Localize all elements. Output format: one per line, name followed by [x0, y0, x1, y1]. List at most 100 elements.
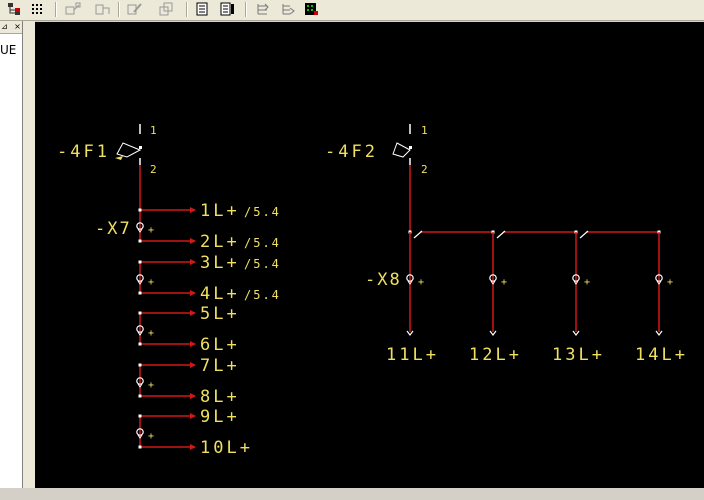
arrow-head	[190, 393, 196, 399]
arrow-head	[190, 413, 196, 419]
output-label: 5L+	[200, 304, 240, 324]
schematic-canvas[interactable]: -4F1 1 2 -4F2 1 2 -X7 -X8 +1L+ /5.4 2L+ /5.…	[35, 22, 704, 488]
output-label: 12L+	[469, 345, 522, 365]
arrow-head	[190, 310, 196, 316]
terminal-symbol	[136, 428, 144, 436]
terminal-symbol	[137, 228, 143, 233]
connect-icon[interactable]	[93, 0, 113, 18]
junction-node	[138, 363, 142, 367]
terminal-symbol	[572, 274, 580, 282]
arrow-head	[190, 238, 196, 244]
output-label: 4L+	[200, 284, 240, 304]
bridge-symbol	[413, 230, 423, 239]
junction-node	[138, 208, 142, 212]
terminal-pair: +5L+ 6L+	[136, 304, 240, 355]
copy-icon[interactable]	[157, 0, 177, 18]
output-label: 1L+	[200, 201, 240, 221]
arrow-head	[190, 341, 196, 347]
right-terminal-block: +11L++12L++13L++14L+	[386, 230, 688, 365]
splitter[interactable]	[23, 21, 35, 488]
component-icon[interactable]	[63, 0, 83, 18]
junction-node	[138, 311, 142, 315]
output-label: 11L+	[386, 345, 439, 365]
terminal-plus: +	[148, 328, 154, 339]
output-ref: /5.4	[244, 236, 281, 250]
bridge-symbol	[579, 230, 589, 239]
toolbar-separator	[245, 2, 247, 17]
junction-node	[138, 260, 142, 264]
terminal1-label: -X7	[95, 219, 132, 239]
breaker1-pin-top: 1	[150, 124, 157, 137]
output-label: 7L+	[200, 356, 240, 376]
drop-arrow	[406, 330, 414, 336]
output-label: 10L+	[200, 438, 253, 458]
breaker-4F1[interactable]: -4F1 1 2	[57, 124, 157, 176]
breaker-4F2[interactable]: -4F2 1 2	[325, 124, 428, 176]
terminal-pair: +9L+10L+	[136, 407, 253, 458]
tree-view-icon[interactable]	[4, 0, 24, 18]
list-icon[interactable]	[217, 0, 237, 18]
junction-node	[138, 342, 142, 346]
page-icon[interactable]	[193, 0, 213, 18]
arrow-head	[190, 444, 196, 450]
junction-node	[138, 394, 142, 398]
output-label: 6L+	[200, 335, 240, 355]
pin-icon[interactable]: ⊿	[1, 22, 8, 31]
close-icon[interactable]: ×	[14, 22, 21, 31]
terminal-symbol	[137, 331, 143, 336]
breaker1-label: -4F1	[57, 142, 110, 162]
schematic-drawing[interactable]: -4F1 1 2 -4F2 1 2 -X7 -X8 +1L+ /5.4 2L+ /5.…	[35, 22, 704, 488]
move-down-icon[interactable]	[278, 0, 298, 18]
terminal-plus: +	[148, 431, 154, 442]
terminal-symbol	[137, 280, 143, 285]
drop-arrow	[489, 330, 497, 336]
junction-node	[138, 239, 142, 243]
terminal2-label: -X8	[365, 270, 402, 290]
drop-arrow	[572, 330, 580, 336]
bus-drop: +11L+	[386, 230, 493, 365]
bus-drop: +14L+	[635, 230, 688, 365]
junction-node	[138, 414, 142, 418]
move-up-icon[interactable]	[253, 0, 273, 18]
terminal-plus: +	[501, 277, 507, 288]
terminal-plus: +	[148, 380, 154, 391]
terminal-plus: +	[667, 277, 673, 288]
breaker1-pin-bottom: 2	[150, 163, 157, 176]
side-panel-header: ⊿ ×	[0, 21, 22, 34]
bridge-symbol	[496, 230, 506, 239]
terminal-plus: +	[148, 277, 154, 288]
terminal-symbol	[656, 280, 662, 285]
output-label: 8L+	[200, 387, 240, 407]
output-ref: /5.4	[244, 205, 281, 219]
breaker2-label: -4F2	[325, 142, 378, 162]
output-label: 2L+	[200, 232, 240, 252]
arrow-head	[190, 362, 196, 368]
terminal-symbol	[489, 274, 497, 282]
arrow-head	[190, 290, 196, 296]
output-label: 14L+	[635, 345, 688, 365]
terminal-pair: +3L+/5.44L+/5.4	[136, 253, 281, 304]
terminal-symbol	[407, 280, 413, 285]
side-panel: ⊿ × UE	[0, 21, 23, 488]
grid-select-icon[interactable]	[301, 0, 321, 18]
grid-icon[interactable]	[27, 0, 47, 18]
terminal-symbol	[490, 280, 496, 285]
edit-icon[interactable]	[125, 0, 145, 18]
output-ref: /5.4	[244, 257, 281, 271]
toolbar-separator	[55, 2, 57, 17]
drop-arrow	[655, 330, 663, 336]
toolbar-separator	[186, 2, 188, 17]
junction-node	[138, 445, 142, 449]
terminal-pair: +1L+ /5.4 2L+ /5.4	[136, 201, 281, 252]
arrow-head	[190, 259, 196, 265]
terminal-symbol	[136, 222, 144, 230]
terminal-plus: +	[418, 277, 424, 288]
breaker2-pin-bottom: 2	[421, 163, 428, 176]
terminal-pair: +7L+ 8L+	[136, 356, 240, 407]
terminal-symbol	[573, 280, 579, 285]
toolbar	[0, 0, 704, 21]
terminal-plus: +	[148, 225, 154, 236]
terminal-symbol	[137, 383, 143, 388]
terminal-plus: +	[584, 277, 590, 288]
toolbar-separator	[118, 2, 120, 17]
